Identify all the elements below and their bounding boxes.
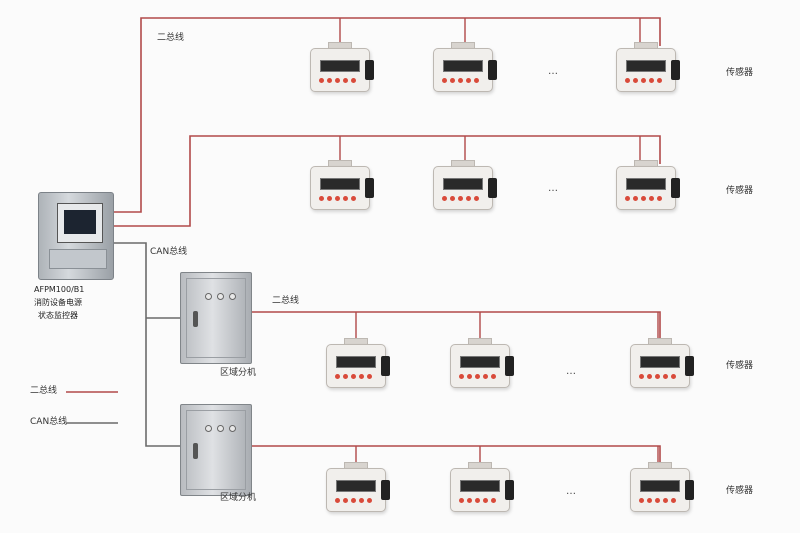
area-extension-cabinet-2 xyxy=(180,404,252,496)
legend-two-bus-label: 二总线 xyxy=(30,386,58,396)
sensor-device xyxy=(326,338,392,390)
sensor-device xyxy=(630,462,696,514)
sensor-device xyxy=(433,160,499,212)
sensor-device xyxy=(616,160,682,212)
cabinet-door xyxy=(186,278,246,358)
sensor-device xyxy=(450,338,516,390)
status-monitor-host xyxy=(38,192,114,280)
cabinet-handle-icon xyxy=(193,311,198,327)
area-extension-cabinet-1 xyxy=(180,272,252,364)
sensor-device xyxy=(450,462,516,514)
two-bus-line-3 xyxy=(250,311,661,342)
can-bus-line xyxy=(112,242,180,447)
more-sensors-ellipsis: … xyxy=(566,366,576,377)
more-sensors-ellipsis: … xyxy=(566,486,576,497)
sensor-label: 传感器 xyxy=(726,361,754,371)
sensor-device xyxy=(630,338,696,390)
indicator-light-icon xyxy=(217,425,224,432)
sensor-label: 传感器 xyxy=(726,186,754,196)
sensor-label: 传感器 xyxy=(726,486,754,496)
more-sensors-ellipsis: … xyxy=(548,66,558,77)
indicator-light-icon xyxy=(205,425,212,432)
sensor-device xyxy=(326,462,392,514)
two-bus-line-4 xyxy=(250,445,661,466)
two-bus-line-1 xyxy=(112,17,661,213)
sensor-device xyxy=(616,42,682,94)
indicator-light-icon xyxy=(205,293,212,300)
sensor-label: 传感器 xyxy=(726,68,754,78)
indicator-light-icon xyxy=(229,293,236,300)
more-sensors-ellipsis: … xyxy=(548,183,558,194)
host-name-line1: 消防设备电源 xyxy=(34,298,82,307)
sensor-device xyxy=(433,42,499,94)
legend-can-bus-label: CAN总线 xyxy=(30,417,68,427)
host-name-line2: 状态监控器 xyxy=(38,311,78,320)
area-extension-label-1: 区域分机 xyxy=(220,368,257,378)
host-model-label: AFPM100/B1 xyxy=(34,285,85,294)
indicator-light-icon xyxy=(217,293,224,300)
cabinet-door xyxy=(186,410,246,490)
cabinet-handle-icon xyxy=(193,443,198,459)
sensor-device xyxy=(310,160,376,212)
monitor-screen xyxy=(64,210,96,234)
two-bus-label-top: 二总线 xyxy=(157,33,185,43)
sensor-device xyxy=(310,42,376,94)
area-extension-label-2: 区域分机 xyxy=(220,493,257,503)
monitor-control-strip xyxy=(49,249,107,269)
two-bus-label-mid: 二总线 xyxy=(272,296,300,306)
two-bus-line-2 xyxy=(112,135,661,227)
can-bus-label: CAN总线 xyxy=(150,247,188,257)
monitor-display-frame xyxy=(57,203,103,243)
indicator-light-icon xyxy=(229,425,236,432)
